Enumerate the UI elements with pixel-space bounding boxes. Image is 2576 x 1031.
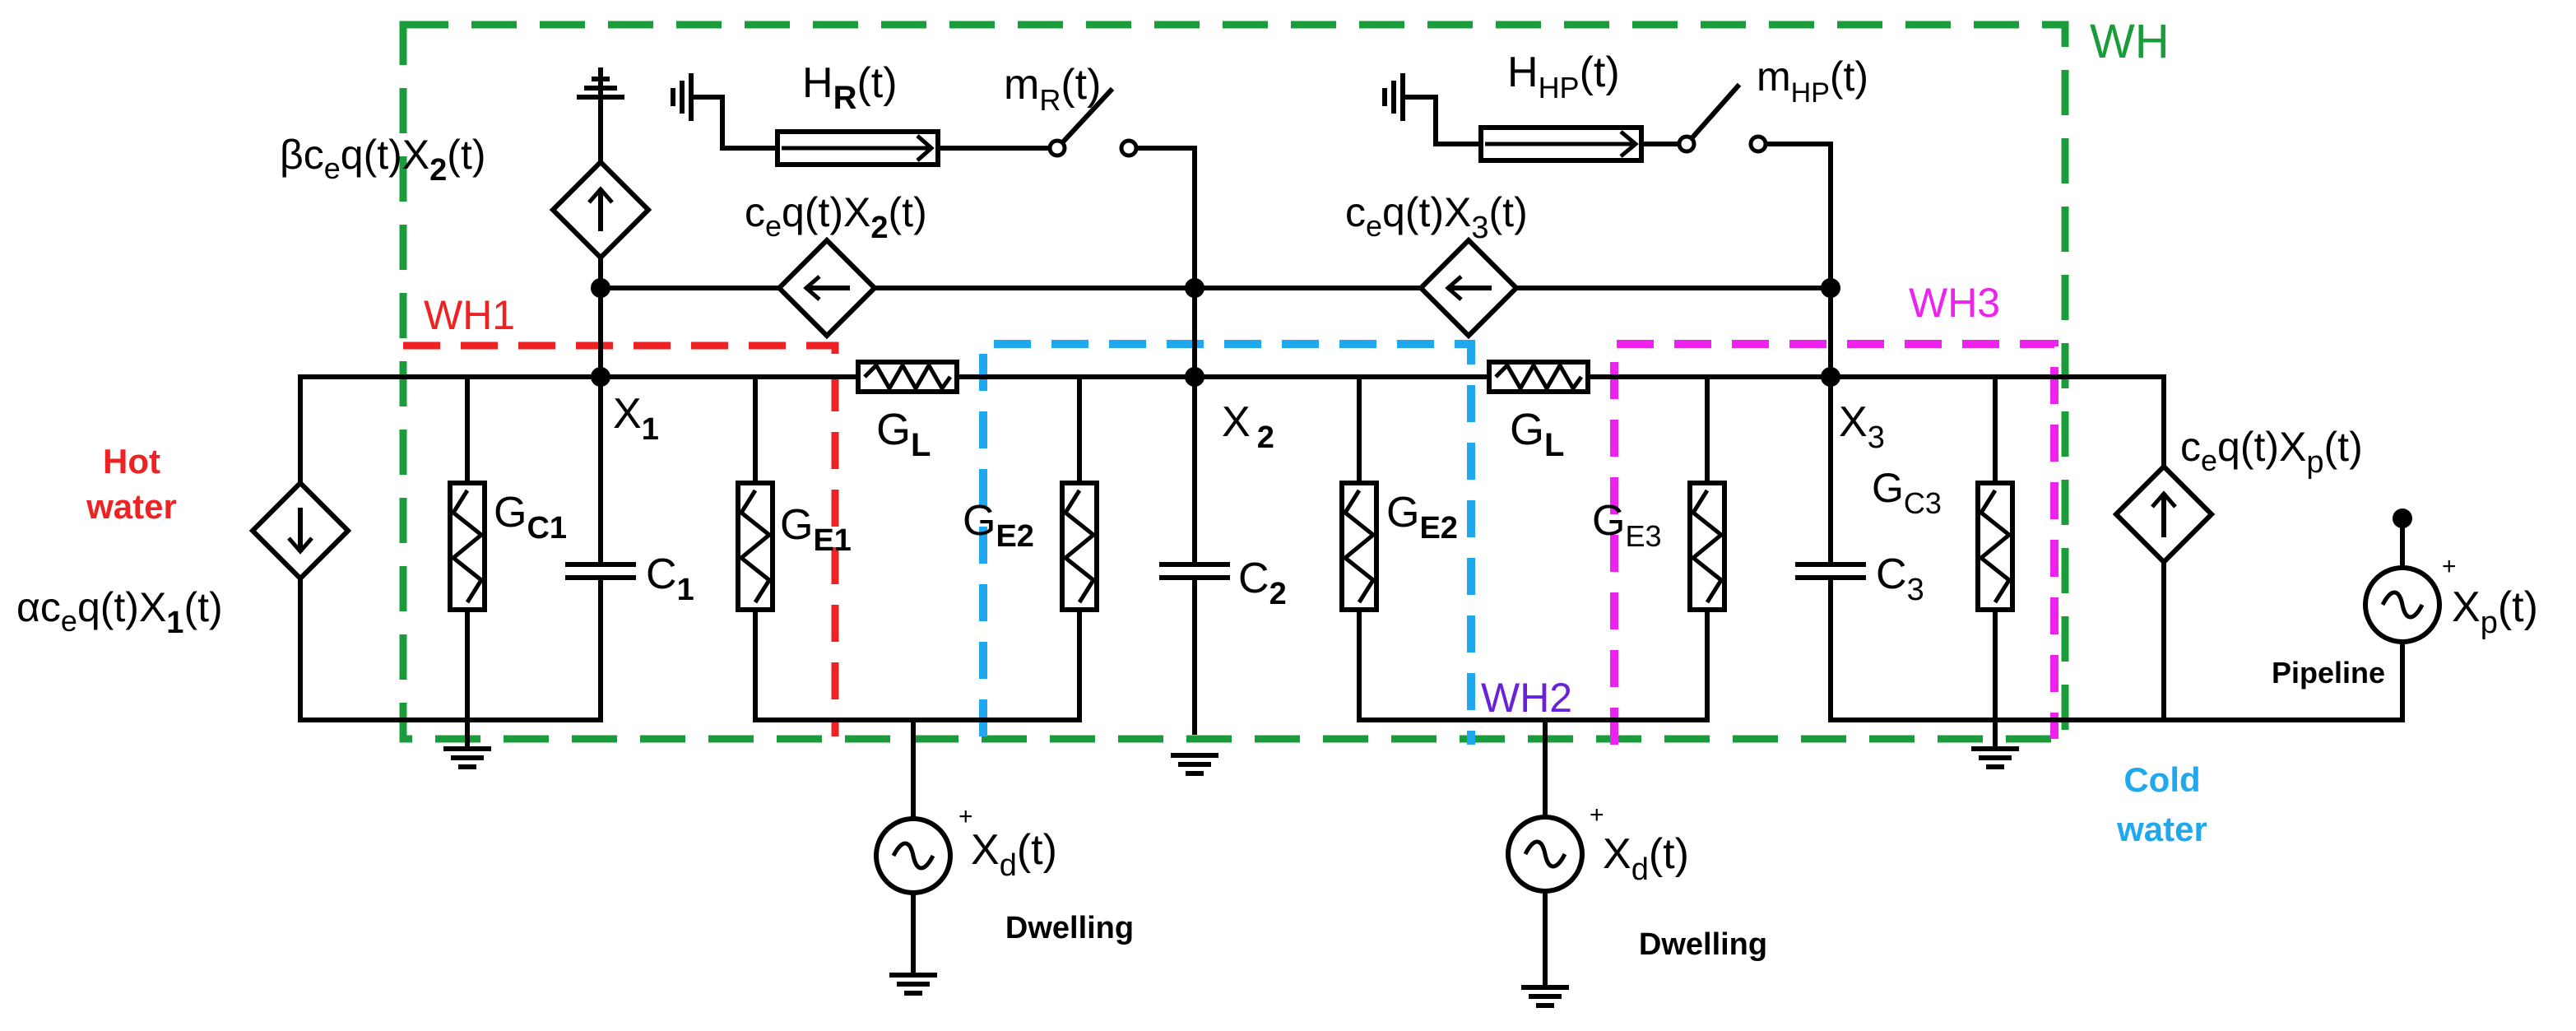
cold-water-label: Cold xyxy=(2123,760,2200,799)
gl-1-label: GL xyxy=(876,405,931,463)
resistor-ge2-a xyxy=(1062,483,1097,610)
xd-2-label: Xd(t) xyxy=(1603,830,1689,887)
plus-xd-2: + xyxy=(1590,801,1604,829)
hr-label: HR(t) xyxy=(802,59,898,116)
dwelling-label-1: Dwelling xyxy=(1005,911,1134,945)
mr-label: mR(t) xyxy=(1004,61,1101,117)
c2-label: C2 xyxy=(1238,555,1287,611)
wh3-region-box xyxy=(1610,340,2058,745)
alpha-source-label: αceq(t)X1(t) xyxy=(16,584,223,640)
region-boxes xyxy=(399,21,2069,745)
pipeline-label: Pipeline xyxy=(2272,656,2385,690)
resistor-gl-2 xyxy=(1489,362,1588,392)
ge2-b-label: GE2 xyxy=(1386,489,1458,546)
hot-water-label: Hot xyxy=(103,442,160,481)
grounds xyxy=(446,67,2017,1005)
wh1-region-label: WH1 xyxy=(424,292,515,338)
dwelling-label-2: Dwelling xyxy=(1639,927,1767,962)
gc1-label: GC1 xyxy=(494,489,567,546)
resistor-gl-1 xyxy=(858,362,957,392)
wh-region-box xyxy=(399,21,2069,743)
wh1-region-box xyxy=(403,341,839,736)
wh2-region-box xyxy=(979,340,1475,745)
ac-source-xd-2 xyxy=(1508,817,1582,891)
dep-source-x2 xyxy=(779,240,875,336)
resistor-gc1 xyxy=(450,483,485,610)
gc3-label: GC3 xyxy=(1872,465,1942,520)
ge2-a-label: GE2 xyxy=(963,497,1034,554)
gl-2-label: GL xyxy=(1510,405,1564,463)
dep-source-alpha xyxy=(253,483,348,578)
dep-source-xp xyxy=(2116,467,2212,562)
capacitor-c2 xyxy=(1162,564,1228,578)
ac-source-xd-1 xyxy=(876,819,950,893)
ac-source-xp xyxy=(2365,568,2439,642)
wh2-region-label: WH2 xyxy=(1481,675,1572,721)
switch-icon xyxy=(1047,138,1139,158)
capacitor-c3 xyxy=(1798,564,1864,578)
c3-label: C3 xyxy=(1876,550,1924,607)
xd-1-label: Xd(t) xyxy=(971,826,1057,883)
dep-source-x3 xyxy=(1421,240,1516,336)
cold-water-label-2: water xyxy=(2116,810,2207,848)
ge3-label: GE3 xyxy=(1592,497,1662,553)
node-x1-label: X1 xyxy=(613,390,659,447)
resistor-ge3 xyxy=(1690,483,1724,610)
mhp-label: mHP(t) xyxy=(1757,53,1868,109)
switch-icon xyxy=(1677,134,1768,154)
hhp-label: HHP(t) xyxy=(1507,49,1620,104)
resistor-ge2-b xyxy=(1342,483,1376,610)
xp-label: Xp(t) xyxy=(2452,583,2538,640)
capacitor-c1 xyxy=(568,564,634,578)
c1-label: C1 xyxy=(646,550,694,607)
src-x2-label: ceq(t)X2(t) xyxy=(745,189,927,245)
heater-hhp xyxy=(1478,125,1644,163)
beta-source-label: βceq(t)X2(t) xyxy=(280,132,486,188)
node-x3-label: X3 xyxy=(1839,398,1885,455)
node-dots xyxy=(591,278,2412,528)
resistor-ge1 xyxy=(738,483,773,610)
wh3-region-label: WH3 xyxy=(1909,280,2000,326)
labels: WH WH1 WH2 WH3 Hot water Cold water Pipe… xyxy=(16,15,2538,962)
dep-source-beta xyxy=(553,162,648,290)
resistor-gc3 xyxy=(1978,483,2012,610)
src-x3-label: ceq(t)X3(t) xyxy=(1345,189,1528,245)
ge1-label: GE1 xyxy=(780,501,852,558)
plus-xp: + xyxy=(2442,553,2457,580)
plus-xd-1: + xyxy=(958,803,973,830)
hot-water-label-2: water xyxy=(86,487,177,526)
heater-hr xyxy=(775,129,940,167)
wh-region-label: WH xyxy=(2090,15,2170,68)
src-xp-label: ceq(t)Xp(t) xyxy=(2180,424,2363,480)
